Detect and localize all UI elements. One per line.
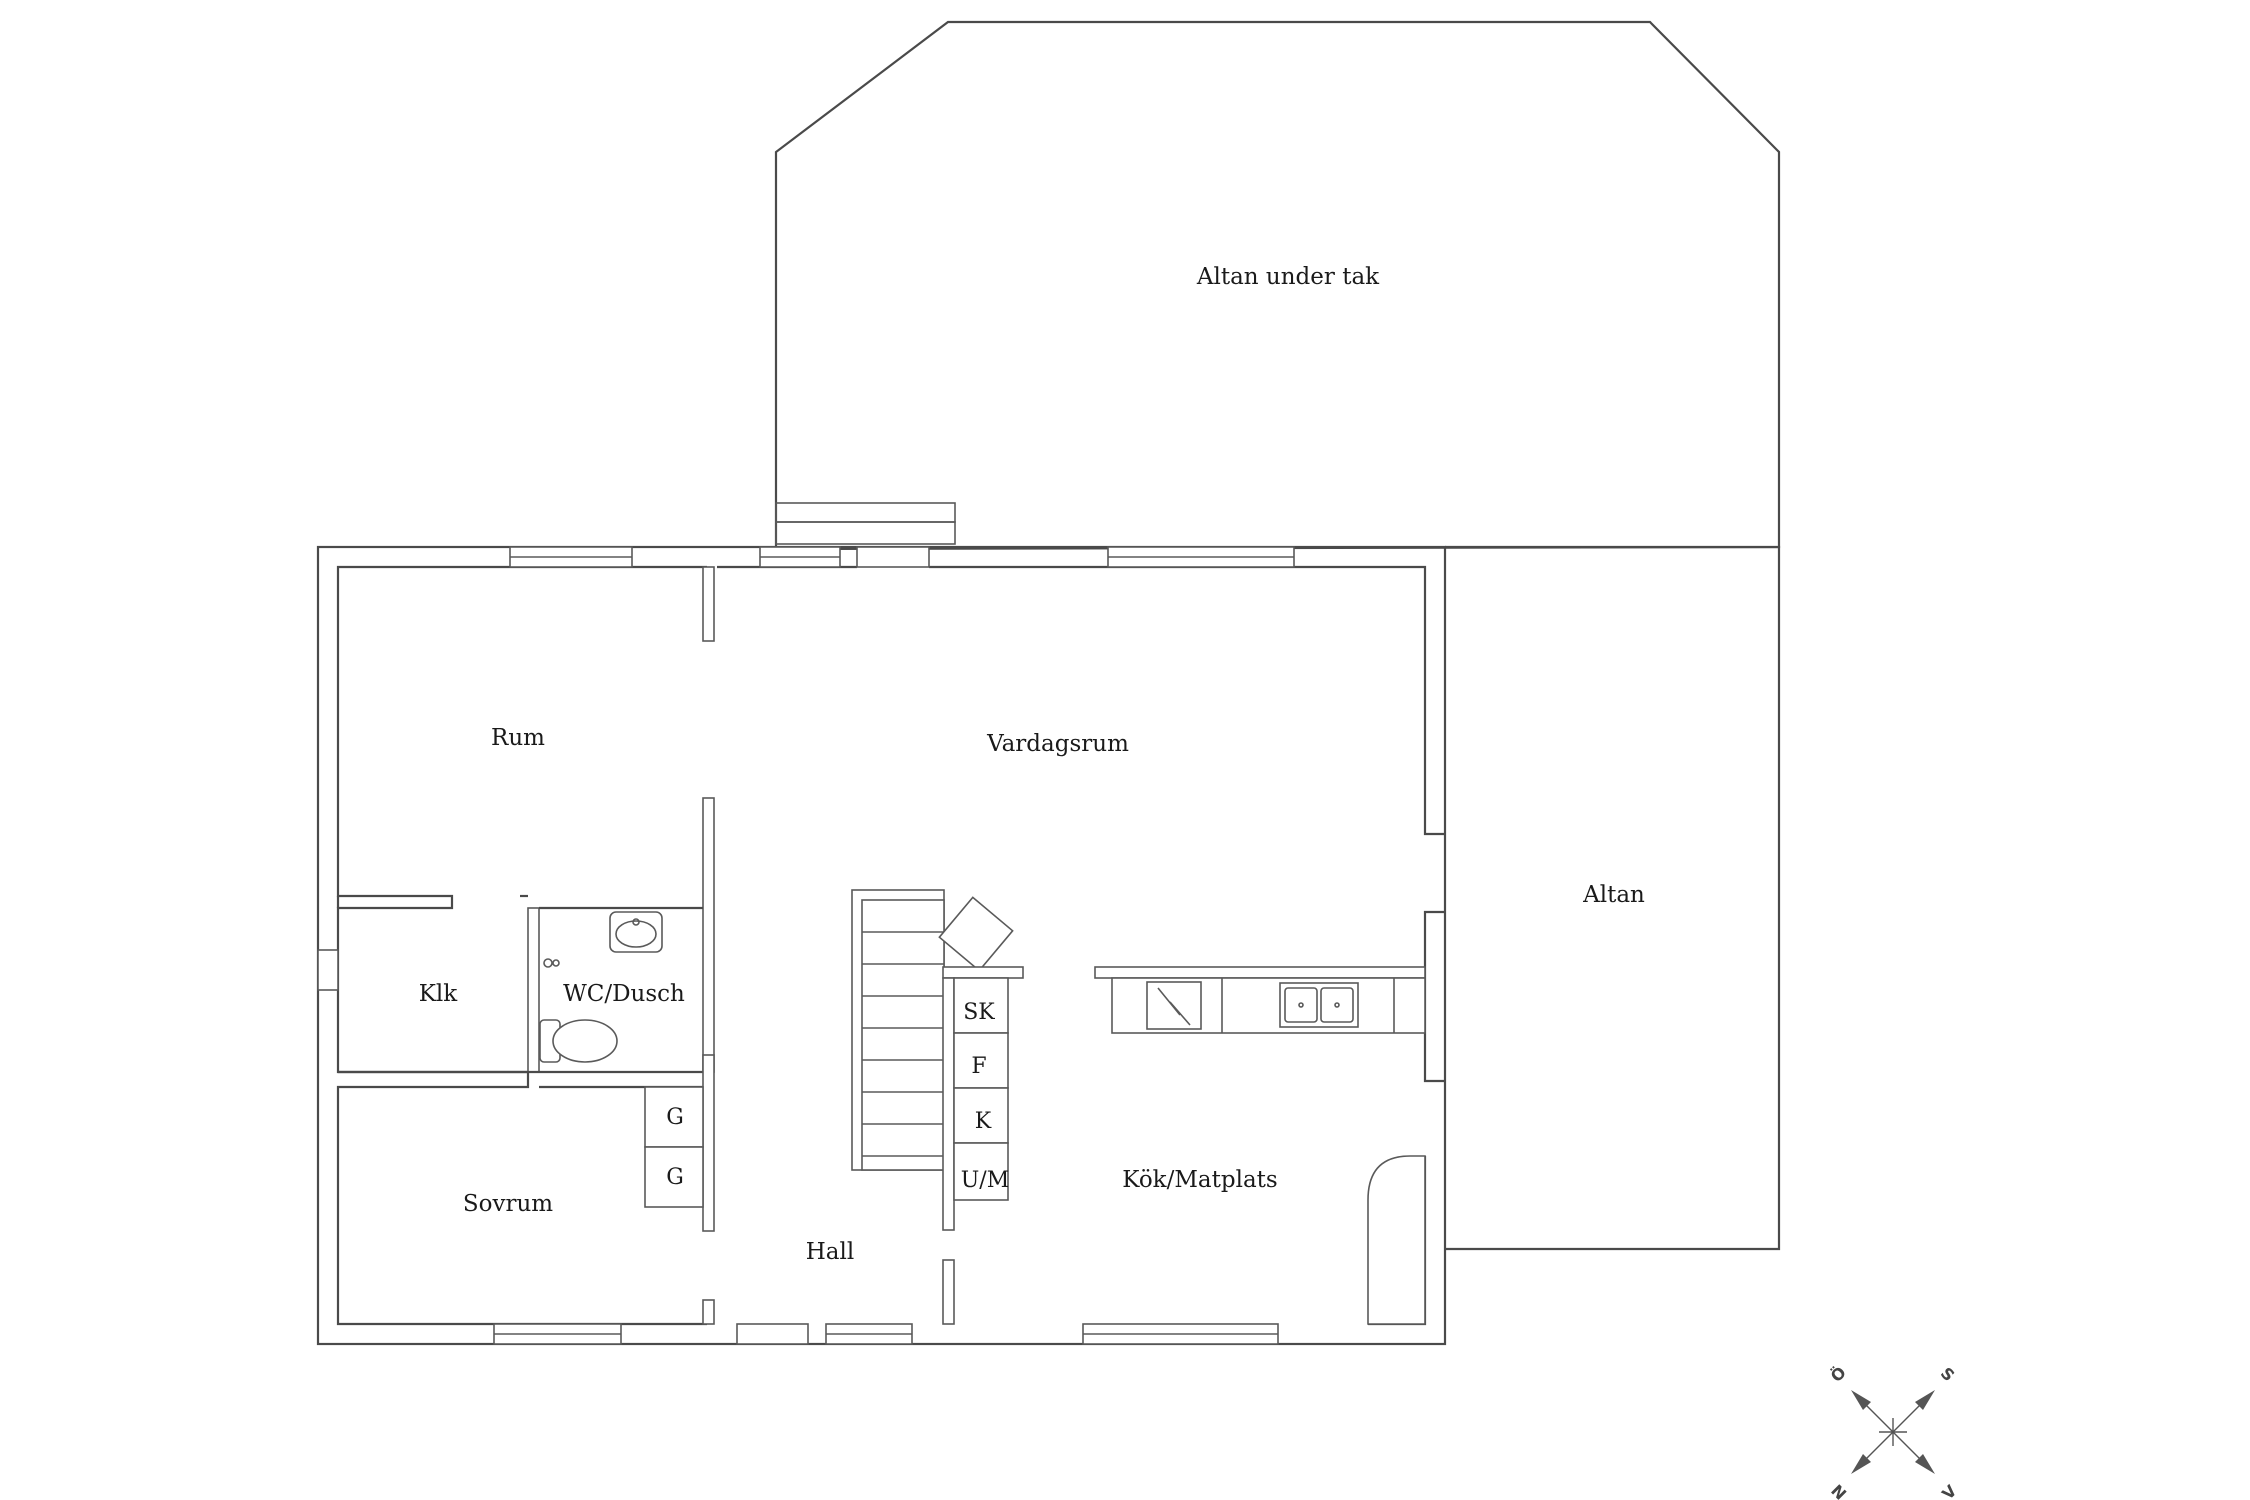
label-rum: Rum bbox=[491, 725, 545, 751]
kitchen-counter bbox=[1094, 966, 1426, 1034]
windows-bottom bbox=[493, 1323, 1279, 1345]
label-vardagsrum: Vardagsrum bbox=[986, 731, 1129, 757]
staircase bbox=[851, 889, 945, 1171]
compass-north: N bbox=[1827, 1481, 1850, 1500]
toilet-icon bbox=[539, 1019, 618, 1063]
label-g-upper: G bbox=[666, 1105, 684, 1130]
label-wc-dusch: WC/Dusch bbox=[563, 981, 685, 1007]
wardrobes bbox=[644, 1086, 704, 1208]
closet-column bbox=[942, 966, 1024, 1231]
interior-walls bbox=[338, 566, 955, 1325]
windows-top bbox=[509, 546, 1295, 568]
label-sk: SK bbox=[963, 1000, 995, 1025]
label-sovrum: Sovrum bbox=[463, 1191, 553, 1217]
terrace-outline bbox=[1445, 545, 1781, 1251]
window-left bbox=[317, 949, 339, 991]
label-klk: Klk bbox=[419, 981, 459, 1007]
stair-landing-box bbox=[938, 896, 1014, 972]
label-altan: Altan bbox=[1582, 882, 1645, 908]
label-f: F bbox=[971, 1054, 986, 1079]
terrace-steps bbox=[775, 502, 956, 523]
label-hall: Hall bbox=[806, 1239, 854, 1265]
compass-rose-icon: Ö S N V bbox=[1827, 1363, 1961, 1500]
bathroom-fixtures bbox=[539, 911, 663, 1063]
washbasin-icon bbox=[609, 911, 663, 953]
label-altan-under-tak: Altan under tak bbox=[1196, 264, 1380, 290]
compass-east: Ö bbox=[1827, 1363, 1850, 1386]
label-k: K bbox=[975, 1109, 992, 1134]
shower-head-icon bbox=[543, 958, 560, 968]
label-g-lower: G bbox=[666, 1165, 684, 1190]
terrace-steps-lower bbox=[775, 521, 956, 545]
sink-icon bbox=[1279, 982, 1359, 1028]
label-um: U/M bbox=[961, 1168, 1009, 1193]
kitchen-corner-unit bbox=[1367, 1155, 1426, 1325]
label-kok-matplats: Kök/Matplats bbox=[1122, 1167, 1277, 1193]
compass-west: V bbox=[1938, 1481, 1961, 1500]
compass-south: S bbox=[1937, 1364, 1959, 1386]
